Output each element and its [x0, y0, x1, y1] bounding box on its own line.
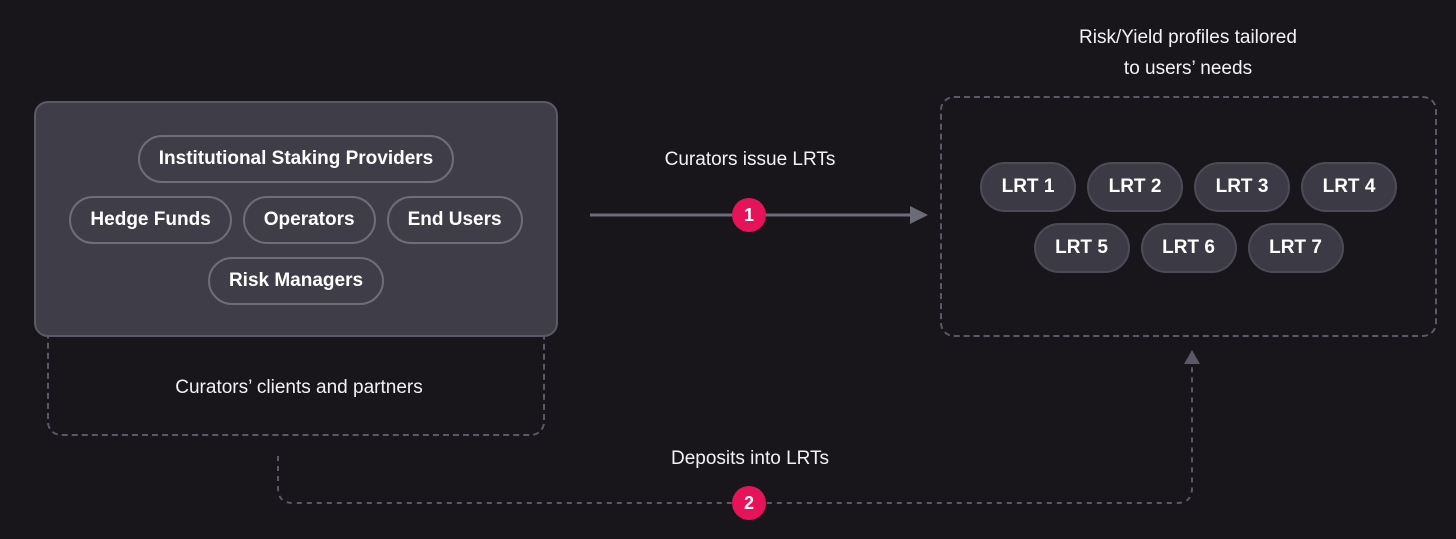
pill-risk-managers: Risk Managers: [207, 257, 385, 305]
lrt-title-line-1: Risk/Yield profiles tailored: [1079, 27, 1297, 48]
lrt-pill-3: LRT 3: [1194, 162, 1290, 212]
lrt-pill-4: LRT 4: [1301, 162, 1397, 212]
deposit-arrowhead: [1184, 350, 1200, 364]
lrt-row-2: LRT 5 LRT 6 LRT 7: [940, 223, 1437, 273]
issue-label: Curators issue LRTs: [664, 149, 836, 170]
lrt-pill-2: LRT 2: [1087, 162, 1183, 212]
step-badge-1: 1: [732, 198, 766, 232]
pill-end-users: End Users: [386, 196, 523, 244]
issue-arrowhead: [910, 206, 928, 224]
lrt-pill-5: LRT 5: [1033, 223, 1130, 273]
lrt-pill-6: LRT 6: [1140, 223, 1237, 273]
lrt-pill-7: LRT 7: [1247, 223, 1344, 273]
clients-caption: Curators’ clients and partners: [175, 377, 423, 398]
lrt-pill-1: LRT 1: [980, 162, 1076, 212]
step-badge-2: 2: [732, 486, 766, 520]
clients-row-1: Institutional Staking Providers: [34, 135, 558, 183]
pill-institutional-staking-providers: Institutional Staking Providers: [137, 135, 455, 183]
clients-row-2: Hedge Funds Operators End Users: [34, 196, 558, 244]
lrt-row-1: LRT 1 LRT 2 LRT 3 LRT 4: [940, 162, 1437, 212]
lrt-title-line-2: to users’ needs: [1123, 58, 1253, 79]
deposit-label: Deposits into LRTs: [670, 448, 830, 469]
lrt-dashed-frame: [940, 96, 1437, 337]
pill-operators: Operators: [242, 196, 376, 244]
clients-dashed-frame: [47, 318, 545, 436]
clients-row-3: Risk Managers: [34, 257, 558, 305]
pill-hedge-funds: Hedge Funds: [69, 196, 232, 244]
